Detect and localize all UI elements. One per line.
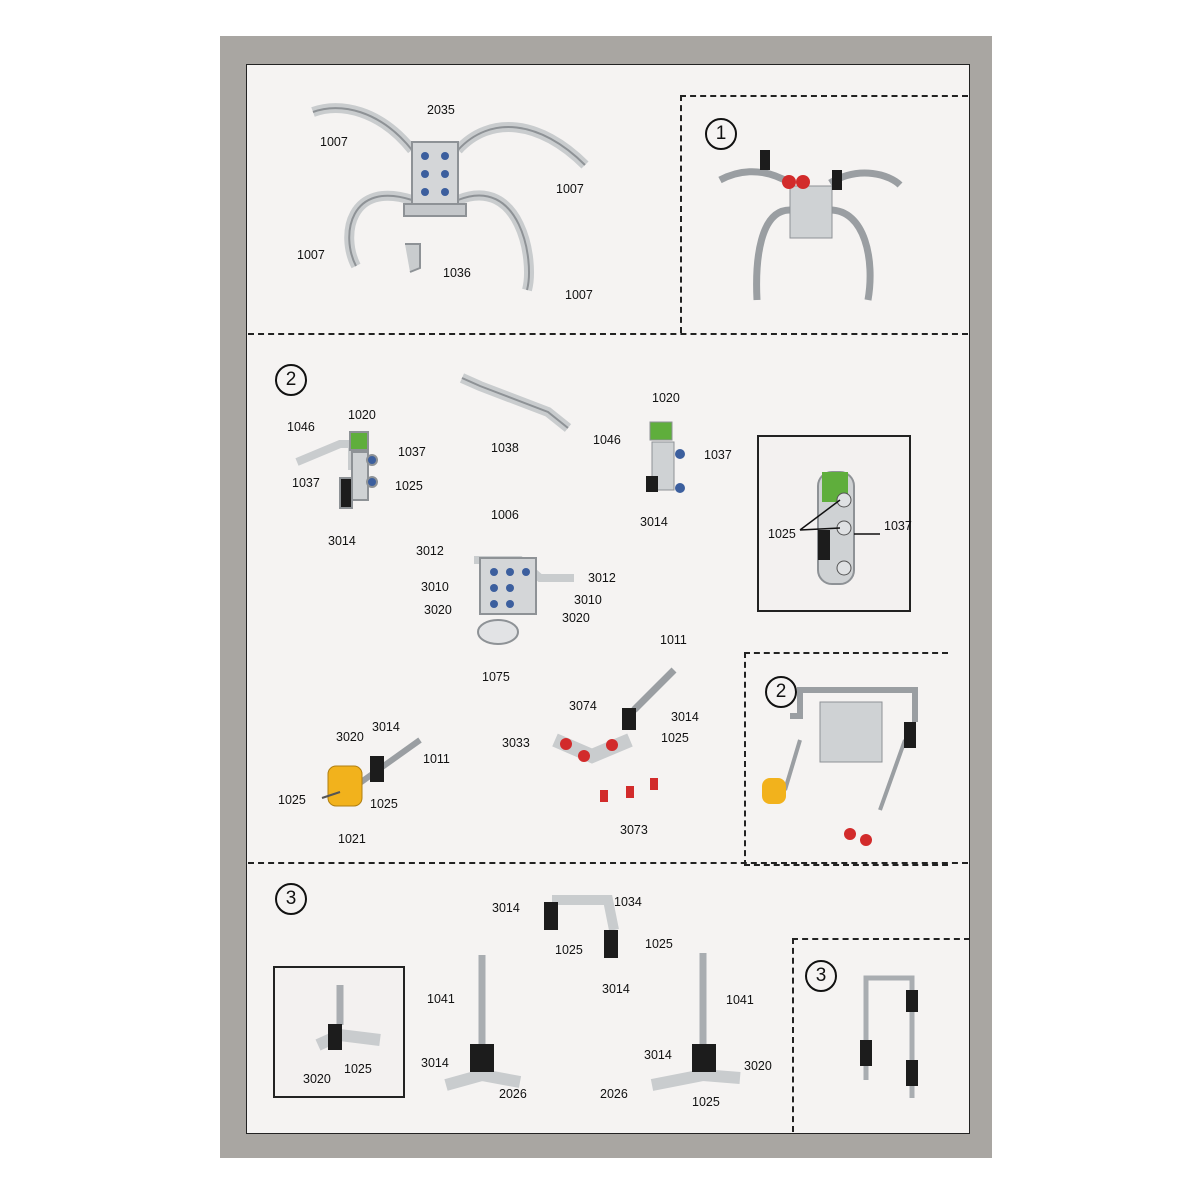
part-label: 1007 <box>320 135 348 149</box>
part-label: 3020 <box>424 603 452 617</box>
part-label: 1036 <box>443 266 471 280</box>
section-divider-2 <box>248 862 968 864</box>
part-label: 1041 <box>427 992 455 1006</box>
part-label: 1025 <box>768 527 796 541</box>
part-label: 3010 <box>574 593 602 607</box>
part-label: 3014 <box>492 901 520 915</box>
part-label: 3073 <box>620 823 648 837</box>
bracket-1036 <box>405 243 421 273</box>
part-label: 3012 <box>416 544 444 558</box>
part-label: 3074 <box>569 699 597 713</box>
part-label: 1025 <box>344 1062 372 1076</box>
part-label: 1037 <box>884 519 912 533</box>
part-label: 1011 <box>660 633 687 647</box>
part-label: 1037 <box>704 448 732 462</box>
part-label: 3014 <box>372 720 400 734</box>
part-label: 3020 <box>744 1059 772 1073</box>
part-label: 1025 <box>278 793 306 807</box>
part-label: 1037 <box>398 445 426 459</box>
result-box-1-left-edge <box>680 95 682 333</box>
step-number-3-result: 3 <box>805 960 837 992</box>
part-label: 1007 <box>297 248 325 262</box>
strip-1007-upper-right <box>454 122 589 169</box>
part-label: 1038 <box>491 441 519 455</box>
part-label: 1020 <box>652 391 680 405</box>
result-box-3 <box>792 938 970 1132</box>
part-label: 2035 <box>427 103 455 117</box>
result-box-2 <box>744 652 948 866</box>
part-label: 1020 <box>348 408 376 422</box>
part-label: 1025 <box>661 731 689 745</box>
strip-1007-lower-left <box>344 190 414 269</box>
part-label: 1025 <box>555 943 583 957</box>
step-number-3: 3 <box>275 883 307 915</box>
part-label: 3020 <box>562 611 590 625</box>
part-label: 3033 <box>502 736 530 750</box>
step-number-1: 1 <box>705 118 737 150</box>
part-label: 1041 <box>726 993 754 1007</box>
part-label: 1007 <box>565 288 593 302</box>
part-label: 1046 <box>287 420 315 434</box>
part-label: 3014 <box>421 1056 449 1070</box>
part-label: 1025 <box>645 937 673 951</box>
part-label: 3014 <box>328 534 356 548</box>
plate-2035 <box>411 141 459 205</box>
part-label: 1025 <box>395 479 423 493</box>
step-number-2-result: 2 <box>765 676 797 708</box>
part-label: 1007 <box>556 182 584 196</box>
part-label: 3010 <box>421 580 449 594</box>
part-label: 2026 <box>499 1087 527 1101</box>
part-label: 1006 <box>491 508 519 522</box>
part-label: 1011 <box>423 752 450 766</box>
part-label: 1075 <box>482 670 510 684</box>
part-label: 3020 <box>303 1072 331 1086</box>
part-label: 3014 <box>644 1048 672 1062</box>
part-label: 3020 <box>336 730 364 744</box>
part-label: 3014 <box>602 982 630 996</box>
part-label: 1021 <box>338 832 366 846</box>
step-number-2: 2 <box>275 364 307 396</box>
part-label: 3014 <box>671 710 699 724</box>
part-label: 3014 <box>640 515 668 529</box>
section-divider-1 <box>248 333 968 335</box>
part-label: 1034 <box>614 895 642 909</box>
part-label: 1025 <box>692 1095 720 1109</box>
result-box-1-top-edge <box>680 95 968 97</box>
part-label: 2026 <box>600 1087 628 1101</box>
part-label: 1046 <box>593 433 621 447</box>
part-label: 1025 <box>370 797 398 811</box>
part-label: 3012 <box>588 571 616 585</box>
part-label: 1037 <box>292 476 320 490</box>
